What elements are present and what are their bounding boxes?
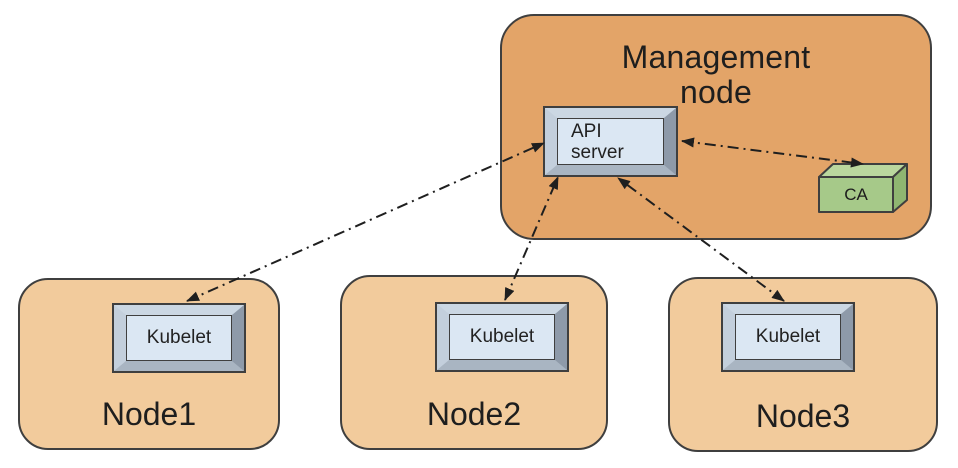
node2-kubelet-label: Kubelet xyxy=(449,314,555,360)
management-node-box: Management node API server xyxy=(500,14,932,240)
node2-label: Node2 xyxy=(426,395,522,432)
ca-label: CA xyxy=(844,184,868,204)
node1-label: Node1 xyxy=(101,395,197,432)
node1-kubelet-bevel: Kubelet xyxy=(114,305,244,371)
api-server-label: API server xyxy=(571,121,624,164)
node2-kubelet-box: Kubelet xyxy=(435,302,569,372)
node1-kubelet-label: Kubelet xyxy=(126,315,232,361)
api-server-panel: API server xyxy=(557,118,664,165)
api-server-bevel: API server xyxy=(545,108,676,175)
node1-box: Kubelet Node1 xyxy=(18,278,280,450)
node1-kubelet-box: Kubelet xyxy=(112,303,246,373)
node3-kubelet-bevel: Kubelet xyxy=(723,304,853,370)
node3-label: Node3 xyxy=(755,397,851,434)
management-node-title: Management node xyxy=(621,39,811,111)
node2-kubelet-bevel: Kubelet xyxy=(437,304,567,370)
node3-kubelet-label: Kubelet xyxy=(735,314,841,360)
node3-box: Kubelet Node3 xyxy=(668,277,938,452)
node2-box: Kubelet Node2 xyxy=(340,275,608,450)
api-server-box: API server xyxy=(543,106,678,177)
node3-kubelet-box: Kubelet xyxy=(721,302,855,372)
